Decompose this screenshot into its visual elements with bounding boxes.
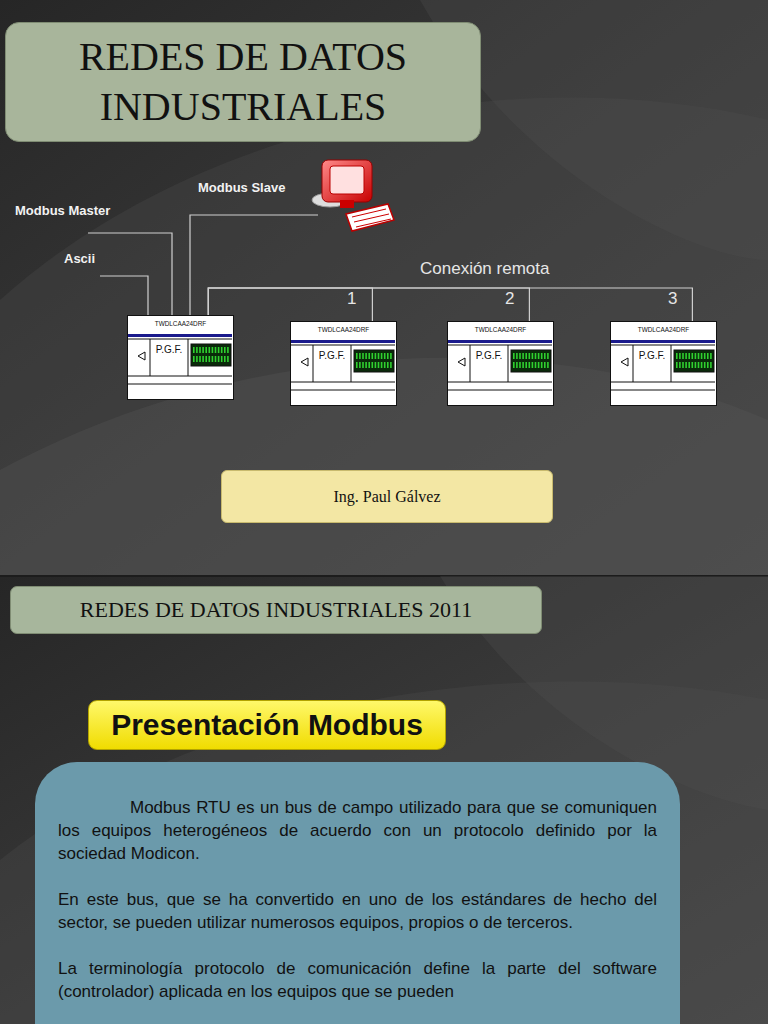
bus-connector [208, 288, 692, 321]
node-text: REDES DE DATOS INDUSTRIALES [18, 32, 468, 132]
node-text: Ing. Paul Gálvez [333, 488, 440, 506]
model-text: TWDLCAA24DRF [291, 326, 396, 333]
text-panel: Modbus RTU es un bus de campo utilizado … [35, 762, 680, 1024]
plc-drawing [128, 316, 232, 398]
title-box: REDES DE DATOS INDUSTRIALES [5, 22, 481, 142]
slide-ground [0, 0, 768, 576]
author-box: Ing. Paul Gálvez [221, 470, 553, 523]
callout-number: 2 [505, 289, 514, 309]
plc-drawing [291, 322, 395, 404]
port-label: Ascii [64, 251, 95, 266]
plc-box: TWDLCAA24DRF P.G.F. [610, 321, 717, 406]
plc-drawing [448, 322, 552, 404]
callout-number: 3 [668, 289, 677, 309]
slide-title-box: REDES DE DATOS INDUSTRIALES 2011 [10, 586, 542, 634]
model-text: TWDLCAA24DRF [128, 320, 233, 327]
device-text: P.G.F. [470, 350, 508, 361]
port-label: Modbus Slave [198, 180, 285, 195]
plc-drawing [611, 322, 715, 404]
device-text: P.G.F. [313, 350, 351, 361]
model-text: TWDLCAA24DRF [611, 326, 716, 333]
bus-label: Conexión remota [420, 259, 549, 279]
heading-box: Presentación Modbus [88, 700, 446, 750]
device-text: P.G.F. [150, 344, 188, 355]
leader-lines [88, 215, 318, 315]
node-text: La terminología protocolo de comunicació… [58, 957, 657, 1003]
plc-box: TWDLCAA24DRF P.G.F. [127, 315, 234, 400]
node-text: Presentación Modbus [111, 708, 423, 742]
callout-number: 1 [347, 289, 356, 309]
node-text: Modbus RTU es un bus de campo utilizado … [58, 796, 657, 865]
curve-shape [0, 358, 768, 576]
computer-icon [312, 160, 394, 231]
model-text: TWDLCAA24DRF [448, 326, 553, 333]
port-label: Modbus Master [15, 203, 110, 218]
bus-connector [208, 288, 529, 321]
node-text: En este bus, que se ha convertido en uno… [58, 888, 657, 934]
plc-box: TWDLCAA24DRF P.G.F. [290, 321, 397, 406]
device-text: P.G.F. [633, 350, 671, 361]
plc-box: TWDLCAA24DRF P.G.F. [447, 321, 554, 406]
node-text: REDES DE DATOS INDUSTRIALES 2011 [80, 597, 472, 623]
